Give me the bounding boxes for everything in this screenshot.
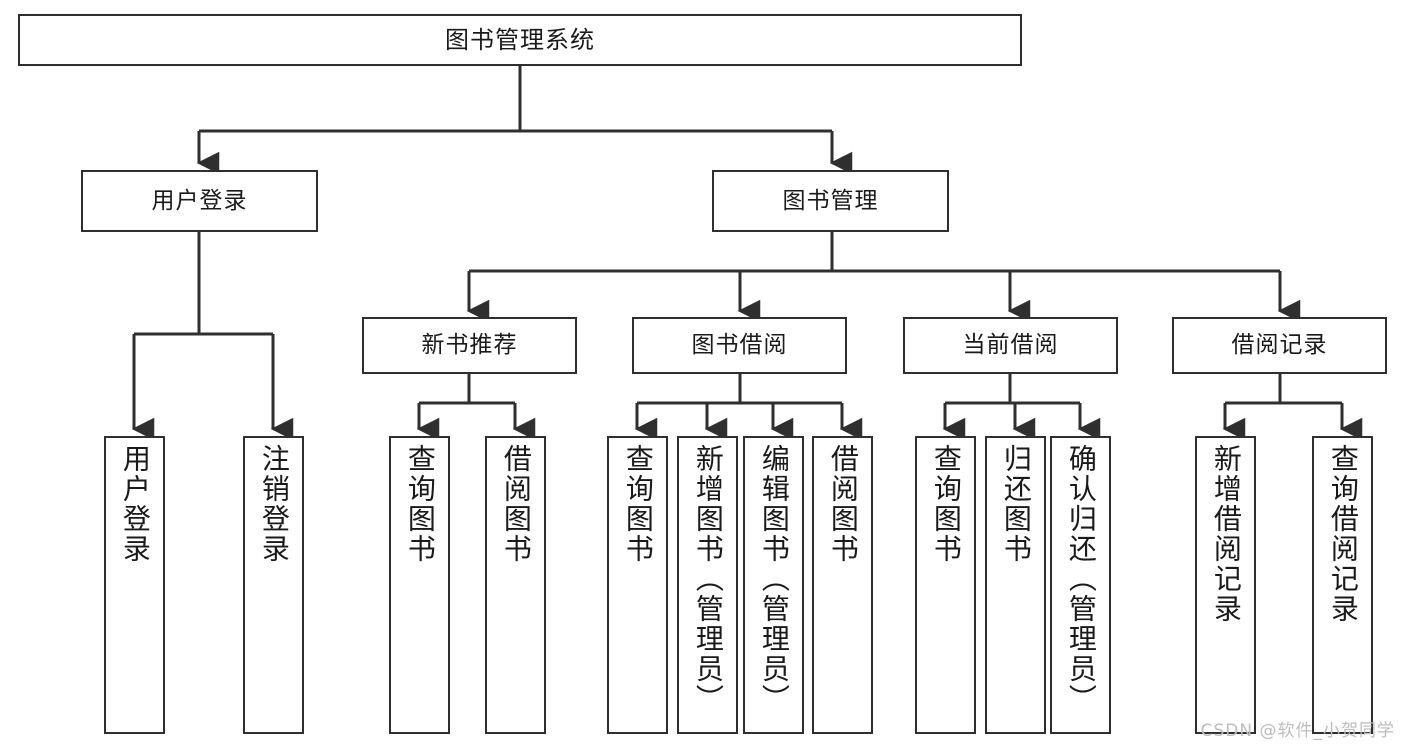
leaf-user-login[interactable]: 用户登录	[104, 436, 165, 734]
leaf-query-borrow-record[interactable]: 查询借阅记录	[1312, 436, 1373, 734]
node-label: 借阅图书	[499, 444, 533, 564]
node-label: 确认归还（管理员）	[1064, 444, 1098, 714]
node-label: 新增借阅记录	[1209, 444, 1243, 624]
node-current-borrow[interactable]: 当前借阅	[903, 317, 1118, 374]
node-label: 借阅记录	[1231, 332, 1328, 359]
node-label: 图书管理系统	[445, 26, 595, 54]
node-label: 图书管理	[782, 187, 879, 214]
leaf-query-book-recommend[interactable]: 查询图书	[389, 436, 450, 734]
node-label: 当前借阅	[962, 332, 1059, 359]
node-root-book-management-system[interactable]: 图书管理系统	[18, 14, 1022, 66]
node-borrow-record[interactable]: 借阅记录	[1172, 317, 1387, 374]
node-new-book-recommend[interactable]: 新书推荐	[362, 317, 577, 374]
leaf-query-book-borrow[interactable]: 查询图书	[607, 436, 668, 734]
node-label: 查询图书	[403, 444, 437, 564]
node-user-login[interactable]: 用户登录	[81, 170, 318, 232]
leaf-add-book-admin[interactable]: 新增图书（管理员）	[677, 436, 738, 734]
node-label: 新书推荐	[421, 332, 518, 359]
node-book-borrow[interactable]: 图书借阅	[632, 317, 847, 374]
leaf-borrow-book[interactable]: 借阅图书	[812, 436, 873, 734]
node-label: 用户登录	[151, 187, 248, 214]
leaf-borrow-book-recommend[interactable]: 借阅图书	[485, 436, 546, 734]
node-label: 归还图书	[999, 444, 1033, 564]
leaf-logout-login[interactable]: 注销登录	[243, 436, 304, 734]
node-label: 借阅图书	[826, 444, 860, 564]
leaf-add-borrow-record[interactable]: 新增借阅记录	[1195, 436, 1256, 734]
leaf-edit-book-admin[interactable]: 编辑图书（管理员）	[743, 436, 804, 734]
csdn-watermark: CSDN @软件_小贺同学	[1200, 721, 1395, 741]
node-label: 新增图书（管理员）	[691, 444, 725, 714]
node-label: 查询图书	[929, 444, 963, 564]
node-label: 查询图书	[621, 444, 655, 564]
leaf-return-book[interactable]: 归还图书	[985, 436, 1046, 734]
node-label: 注销登录	[257, 444, 291, 564]
node-book-management[interactable]: 图书管理	[712, 170, 949, 232]
leaf-confirm-return-admin[interactable]: 确认归还（管理员）	[1050, 436, 1111, 734]
node-label: 查询借阅记录	[1326, 444, 1360, 624]
leaf-query-book-current[interactable]: 查询图书	[915, 436, 976, 734]
node-label: 图书借阅	[691, 332, 788, 359]
node-label: 用户登录	[118, 444, 152, 564]
node-label: 编辑图书（管理员）	[757, 444, 791, 714]
